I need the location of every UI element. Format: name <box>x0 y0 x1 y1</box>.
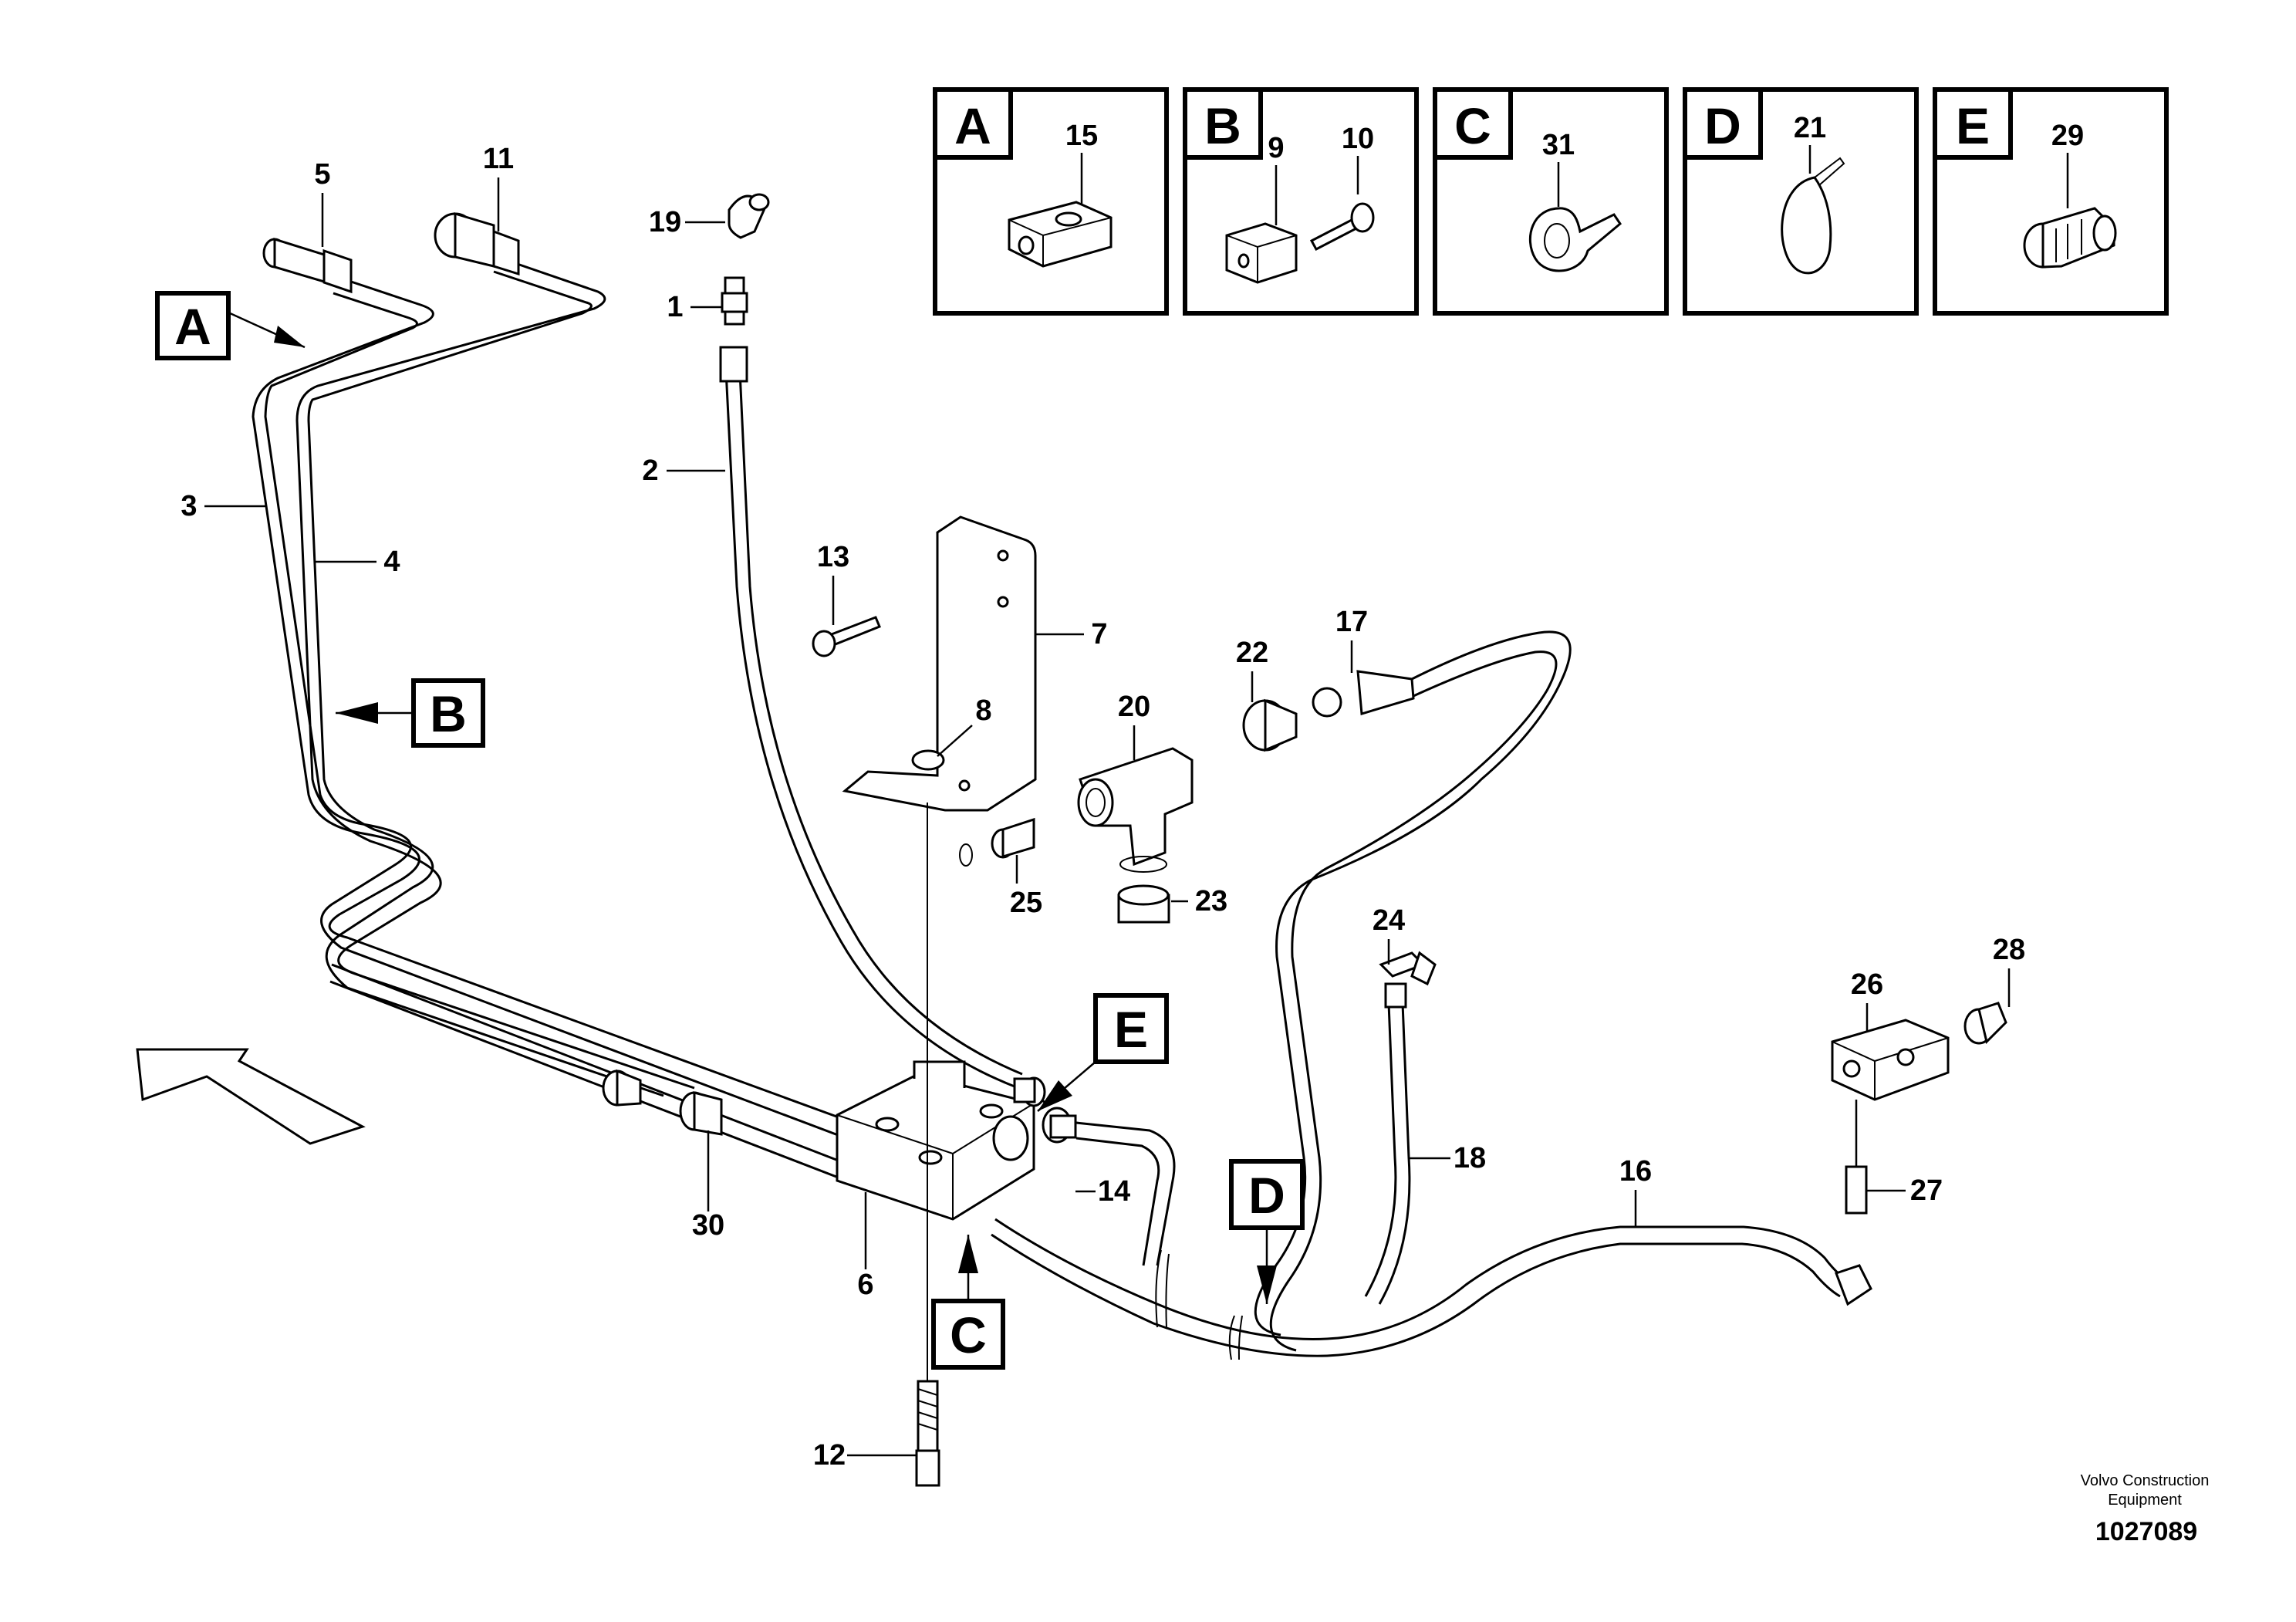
svg-text:E: E <box>1114 1001 1148 1058</box>
label-8: 8 <box>975 694 991 727</box>
p-clip-icon <box>1528 207 1622 272</box>
pipe-3-4-lower <box>329 963 861 1186</box>
nut-8 <box>911 749 945 771</box>
screw-icon <box>1309 202 1375 252</box>
fitting-17 <box>1312 670 1415 718</box>
label-28: 28 <box>1993 934 2025 966</box>
elbow-16 <box>1835 1264 1872 1306</box>
callout-c: C <box>931 1235 1005 1370</box>
label-31: 31 <box>1542 129 1575 161</box>
legend-letter-c: C <box>1454 97 1491 154</box>
fitting-30 <box>679 1091 723 1136</box>
label-6: 6 <box>857 1269 873 1301</box>
plug-fitting-icon <box>2023 207 2117 269</box>
legend-letter-e: E <box>1956 97 1990 154</box>
label-30: 30 <box>692 1209 724 1242</box>
fitting-11 <box>434 211 520 276</box>
label-26: 26 <box>1851 968 1883 1001</box>
label-23: 23 <box>1195 885 1227 917</box>
nut-pipe-end <box>602 1069 642 1107</box>
fitting-25 <box>959 817 1035 867</box>
adapter-1 <box>721 276 748 326</box>
label-9: 9 <box>1268 132 1284 164</box>
label-27: 27 <box>1910 1174 1943 1207</box>
callout-b: B <box>336 678 485 748</box>
pipe-4 <box>295 257 695 1097</box>
hose-end-2 <box>719 346 748 383</box>
fitting-27 <box>1845 1165 1868 1215</box>
tie-d <box>1228 1315 1243 1360</box>
tee-24 <box>1379 951 1437 986</box>
callout-e: E <box>1037 993 1169 1112</box>
label-21: 21 <box>1794 112 1826 144</box>
label-22: 22 <box>1236 637 1268 669</box>
hose-16 <box>991 1218 1849 1357</box>
callout-d: D <box>1229 1159 1305 1304</box>
bolt-12 <box>915 803 940 1487</box>
label-1: 1 <box>667 291 683 323</box>
label-20: 20 <box>1118 691 1150 723</box>
fitting-5 <box>262 237 353 294</box>
hose-18 <box>1364 1002 1411 1305</box>
label-15: 15 <box>1065 120 1098 152</box>
elbow-19 <box>728 193 770 239</box>
tee-20 <box>1077 747 1194 867</box>
forward-direction-arrow-icon <box>136 1048 366 1145</box>
label-25: 25 <box>1010 887 1042 919</box>
hose-end-18 <box>1384 982 1407 1009</box>
drawing-number: 1027089 <box>2095 1517 2197 1546</box>
pipe-3 <box>252 276 865 1144</box>
clamp-block-icon <box>1008 201 1113 268</box>
svg-text:B: B <box>430 685 467 742</box>
legend-box-b: B 9 10 <box>1183 87 1419 316</box>
label-16: 16 <box>1619 1155 1652 1188</box>
label-12: 12 <box>813 1439 846 1472</box>
label-24: 24 <box>1373 904 1405 937</box>
label-3: 3 <box>181 490 197 522</box>
legend-letter-a: A <box>954 97 991 154</box>
label-11: 11 <box>483 143 514 175</box>
fitting-14 <box>992 1107 1077 1161</box>
plug-28 <box>1963 1002 2007 1045</box>
label-17: 17 <box>1335 606 1368 638</box>
legend-box-d: D 21 <box>1683 87 1919 316</box>
cable-tie-icon <box>1781 157 1845 275</box>
svg-text:A: A <box>174 298 211 355</box>
hose-14 <box>1075 1121 1176 1266</box>
fitting-e <box>1013 1076 1046 1107</box>
footer-brand-line1: Volvo Construction <box>2081 1472 2210 1489</box>
label-29: 29 <box>2051 120 2084 152</box>
label-18: 18 <box>1454 1142 1486 1174</box>
holder-block-icon <box>1225 222 1298 284</box>
svg-text:C: C <box>950 1306 987 1363</box>
oring-23 <box>1119 856 1167 873</box>
callout-a: A <box>155 291 306 360</box>
legend-box-a: A 15 <box>933 87 1169 316</box>
label-5: 5 <box>314 158 330 191</box>
legend-box-c: C 31 <box>1433 87 1669 316</box>
label-14: 14 <box>1098 1175 1130 1208</box>
hose-17 <box>1254 630 1572 1352</box>
legend-box-e: E 29 <box>1933 87 2169 316</box>
label-13: 13 <box>817 541 849 573</box>
nut-23 <box>1117 884 1170 924</box>
footer-brand-line2: Equipment <box>2108 1492 2182 1509</box>
svg-text:D: D <box>1248 1167 1285 1224</box>
tie-c <box>1155 1249 1170 1330</box>
label-7: 7 <box>1091 618 1107 650</box>
label-10: 10 <box>1342 123 1374 155</box>
label-19: 19 <box>649 206 681 238</box>
label-4: 4 <box>383 546 400 578</box>
nut-22 <box>1242 698 1298 752</box>
label-2: 2 <box>642 454 658 487</box>
screw-13 <box>812 616 881 657</box>
block-26 <box>1831 1019 1950 1101</box>
bracket-7 <box>842 515 1037 812</box>
legend-letter-b: B <box>1204 97 1241 154</box>
legend-letter-d: D <box>1704 97 1741 154</box>
